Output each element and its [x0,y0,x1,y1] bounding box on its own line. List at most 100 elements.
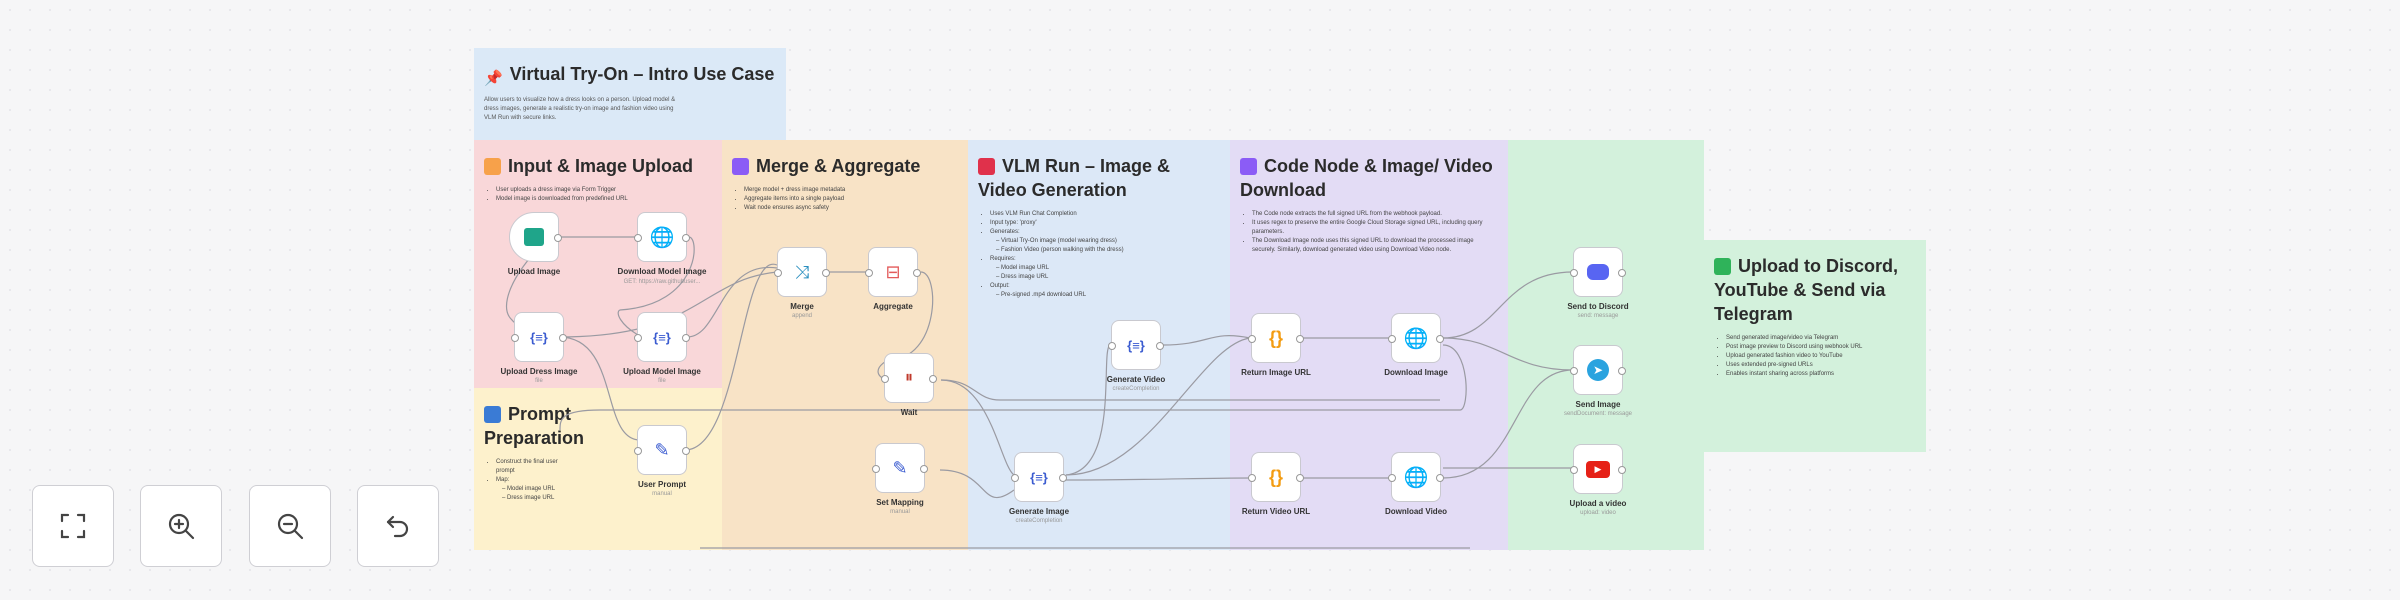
input-port[interactable] [1011,474,1019,482]
sticky-upload[interactable]: Upload to Discord, YouTube & Send via Te… [1704,240,1926,452]
zoom-out-button[interactable] [249,485,331,567]
connection [686,266,778,338]
node-label: Generate Image [1008,507,1070,516]
input-port[interactable] [1108,342,1116,350]
fit-view-icon [60,513,86,539]
user-prompt-node[interactable]: ✎ [634,425,690,475]
upload-image-node[interactable] [509,212,562,262]
node-label: Download Model Image [617,267,707,276]
sticky-vlm-title: VLM Run – Image & Video Generation [978,156,1171,200]
output-port[interactable] [682,234,690,242]
generate-video-node[interactable]: {≡} [1108,320,1164,370]
orange-square-icon [484,158,501,175]
undo-icon [386,515,409,538]
node-label: Generate Video [1106,375,1166,384]
output-port[interactable] [554,234,562,242]
input-port[interactable] [634,234,642,242]
output-port[interactable] [1296,335,1304,343]
globe-icon: 🌐 [649,226,675,249]
input-port[interactable] [634,334,642,342]
connection [1065,477,1251,481]
sticky-input-title: Input & Image Upload [508,156,694,176]
sticky-prompt-bullets: Construct the final user prompt Map: – M… [484,458,566,503]
merge-icon: ⤨ [794,261,810,282]
node-label: Merge [790,302,814,311]
output-port[interactable] [682,334,690,342]
input-port[interactable] [1570,367,1578,375]
aggregate-node[interactable]: ⊟ [865,247,921,297]
purple-square-icon [732,158,749,175]
send-image-node[interactable]: ➤ [1570,345,1626,395]
input-port[interactable] [511,334,519,342]
input-port[interactable] [1570,269,1578,277]
telegram-icon: ➤ [1587,359,1609,381]
output-port[interactable] [1156,342,1164,350]
output-port[interactable] [1059,474,1067,482]
generate-image-node[interactable]: {≡} [1011,452,1067,502]
purple-square-icon [1240,158,1257,175]
bullet: – Model image URL [996,265,1050,271]
return-image-url-node[interactable]: {} [1248,313,1304,363]
node-label: Download Image [1384,368,1448,377]
reset-zoom-button[interactable] [357,485,439,567]
sticky-merge-bullets: Merge model + dress image metadata Aggre… [732,186,958,213]
node-label: Set Mapping [876,498,924,507]
sticky-upload-title: Upload to Discord, YouTube & Send via Te… [1714,256,1899,324]
node-subtitle: GET: https://raw.githubuser... [623,279,701,285]
zoom-to-fit-button[interactable] [32,485,114,567]
return-video-url-node[interactable]: {} [1248,452,1304,502]
input-port[interactable] [1248,335,1256,343]
zoom-in-button[interactable] [140,485,222,567]
upload-dress-image-node[interactable]: {≡} [511,312,567,362]
sticky-intro[interactable]: 📌Virtual Try-On – Intro Use Case Allow u… [474,48,786,140]
red-square-icon [978,158,995,175]
output-port[interactable] [1436,474,1444,482]
bullet: Wait node ensures async safety [744,204,958,213]
node-label: Upload Dress Image [500,367,578,376]
download-model-image-node[interactable]: 🌐 [634,212,690,262]
code-braces-icon: {} [1268,466,1283,487]
output-port[interactable] [920,465,928,473]
bullet: – Model image URL [502,486,556,492]
download-video-node[interactable]: 🌐 [1388,452,1444,502]
node-label: Wait [900,408,918,417]
input-port[interactable] [1388,474,1396,482]
input-port[interactable] [774,269,782,277]
output-port[interactable] [1436,335,1444,343]
input-port[interactable] [1248,474,1256,482]
input-port[interactable] [1388,335,1396,343]
upload-model-image-node[interactable]: {≡} [634,312,690,362]
bullet: It uses regex to preserve the entire Goo… [1252,219,1498,237]
output-port[interactable] [822,269,830,277]
input-port[interactable] [1570,466,1578,474]
output-port[interactable] [1296,474,1304,482]
sticky-input-bullets: User uploads a dress image via Form Trig… [484,186,712,204]
output-port[interactable] [1618,367,1626,375]
bullet: Output: [990,282,1220,291]
output-port[interactable] [929,375,937,383]
output-port[interactable] [913,269,921,277]
set-mapping-node[interactable]: ✎ [872,443,928,493]
output-port[interactable] [559,334,567,342]
output-port[interactable] [1618,466,1626,474]
output-port[interactable] [1618,269,1626,277]
input-port[interactable] [634,447,642,455]
send-to-discord-node[interactable] [1570,247,1626,297]
connection [1065,337,1251,476]
node-subtitle: createCompletion [1112,386,1160,392]
output-port[interactable] [682,447,690,455]
sticky-merge[interactable]: Merge & Aggregate Merge model + dress im… [722,140,968,550]
upload-a-video-node[interactable]: ▶ [1570,444,1626,494]
vlm-run-icon: {≡} [530,329,548,345]
wait-node[interactable]: ⏸ [881,353,937,403]
bullet: Merge model + dress image metadata [744,186,958,195]
connection [939,469,1015,499]
input-port[interactable] [881,375,889,383]
input-port[interactable] [865,269,873,277]
merge-node[interactable]: ⤨ [774,247,830,297]
input-port[interactable] [872,465,880,473]
sticky-vlm[interactable]: VLM Run – Image & Video Generation Uses … [968,140,1230,550]
download-image-node[interactable]: 🌐 [1388,313,1444,363]
